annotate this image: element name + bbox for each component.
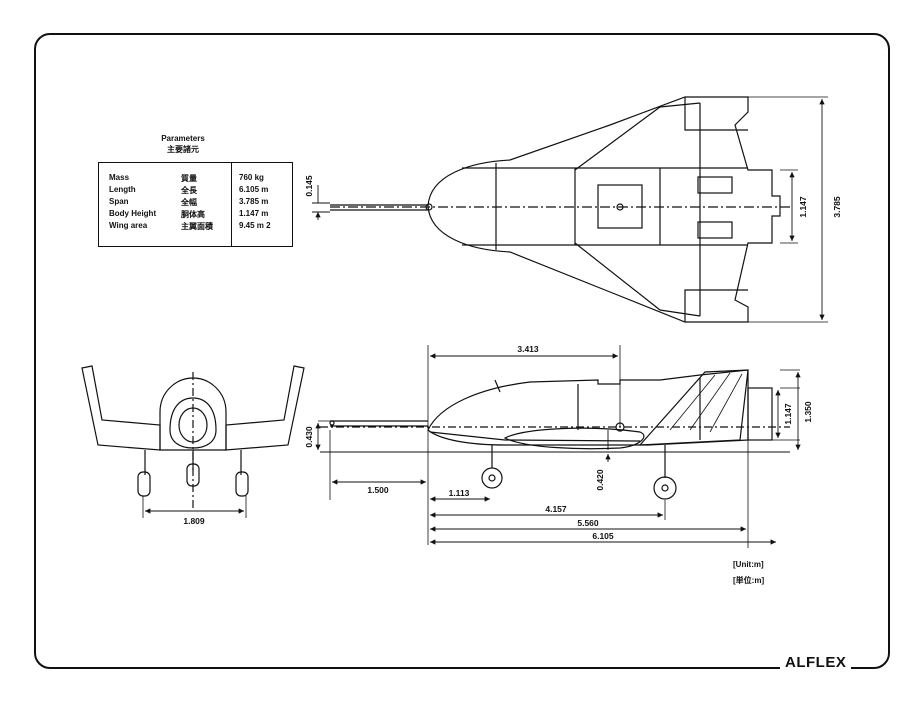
unit-label-en: [Unit:m] — [733, 560, 764, 569]
dim-label-length: 6.105 — [592, 531, 614, 541]
front-wing-left — [81, 365, 161, 451]
side-view — [318, 345, 800, 548]
dim-label-probe-length: 1.500 — [367, 485, 389, 495]
top-wing-edge-upper — [574, 102, 701, 171]
side-probe-tip — [329, 420, 335, 426]
table-row: Wing area 主翼面積 9.45 m 2 — [99, 221, 292, 233]
top-probe-tip — [425, 203, 433, 211]
front-view — [81, 365, 305, 518]
side-engine-box — [747, 387, 773, 441]
side-probe — [330, 420, 428, 427]
front-wheel-right — [235, 471, 249, 497]
dim-label-tail: 5.560 — [577, 518, 599, 528]
table-row: Span 全幅 3.785 m — [99, 197, 292, 209]
param-name-jp: 胴体高 — [181, 210, 205, 219]
param-name-en: Wing area — [109, 221, 148, 230]
unit-label-jp: [単位:m] — [733, 576, 765, 585]
param-value: 760 kg — [239, 173, 264, 182]
table-divider — [231, 163, 232, 246]
dim-label-front-track: 1.809 — [183, 516, 205, 526]
dim-label-side-height: 1.147 — [783, 403, 793, 425]
top-view-outline — [427, 96, 781, 323]
param-name-jp: 質量 — [181, 174, 197, 183]
top-bay-upper — [697, 176, 733, 194]
side-extension-lines — [318, 345, 800, 548]
param-name-jp: 全幅 — [181, 198, 197, 207]
top-extension-lines — [748, 96, 828, 323]
brand-label: ALFLEX — [780, 654, 852, 671]
dim-label-top-height: 1.147 — [798, 196, 808, 218]
param-name-jp: 全長 — [181, 186, 197, 195]
front-gear-struts — [144, 450, 242, 475]
top-view — [330, 96, 828, 323]
side-nose-hub — [488, 474, 496, 482]
dim-label-side-total: 1.350 — [803, 401, 813, 423]
dim-label-main-gear: 4.157 — [545, 504, 567, 514]
side-tail-fin — [638, 369, 749, 446]
param-value: 3.785 m — [239, 197, 269, 206]
side-view-dimensions — [315, 353, 801, 545]
side-nose-wheel — [481, 467, 503, 489]
drawing-frame — [34, 33, 890, 669]
parameters-table: Mass 質量 760 kg Length 全長 6.105 m Span 全幅… — [98, 162, 293, 247]
side-wing-ellipse — [503, 427, 645, 450]
dim-ext-probe — [312, 202, 330, 213]
side-belly-line — [429, 431, 641, 442]
dim-label-gear-height: 0.420 — [595, 469, 605, 491]
dim-label-probe-height: 0.430 — [304, 426, 314, 448]
front-nose-ring — [169, 397, 217, 449]
top-view-dimensions — [312, 99, 825, 320]
side-main-hub — [661, 484, 669, 492]
param-name-jp: 主翼面積 — [181, 222, 213, 231]
side-tail-stripes — [669, 372, 743, 433]
front-wheel-left — [137, 471, 151, 497]
front-wing-right — [225, 365, 305, 451]
top-wing-edge-lower — [574, 242, 701, 317]
param-name-en: Length — [109, 185, 136, 194]
table-row: Body Height 胴体高 1.147 m — [99, 209, 292, 221]
parameters-title-jp: 主要諸元 — [167, 145, 199, 154]
dim-label-nose-gear: 1.113 — [449, 488, 470, 498]
top-bay-lower — [697, 221, 733, 239]
front-track-ext — [142, 496, 247, 518]
param-value: 1.147 m — [239, 209, 269, 218]
dim-label-probe-offset: 0.145 — [304, 175, 314, 197]
parameters-title-en: Parameters — [161, 134, 205, 143]
top-probe — [330, 204, 428, 211]
side-panel-line — [577, 378, 701, 440]
table-row: Length 全長 6.105 m — [99, 185, 292, 197]
param-name-en: Body Height — [109, 209, 157, 218]
param-value: 6.105 m — [239, 185, 269, 194]
side-top-bump — [494, 379, 501, 393]
parameters-title: Parameters 主要諸元 — [138, 133, 228, 155]
top-fin-lower — [684, 289, 748, 322]
dim-label-span: 3.785 — [832, 196, 842, 218]
param-name-en: Span — [109, 197, 129, 206]
front-wheel-nose — [186, 463, 200, 487]
top-fin-upper — [684, 97, 748, 131]
dim-label-cg: 3.413 — [517, 344, 539, 354]
table-row: Mass 質量 760 kg — [99, 173, 292, 185]
param-value: 9.45 m 2 — [239, 221, 271, 230]
param-name-en: Mass — [109, 173, 130, 182]
side-main-wheel — [653, 476, 677, 500]
